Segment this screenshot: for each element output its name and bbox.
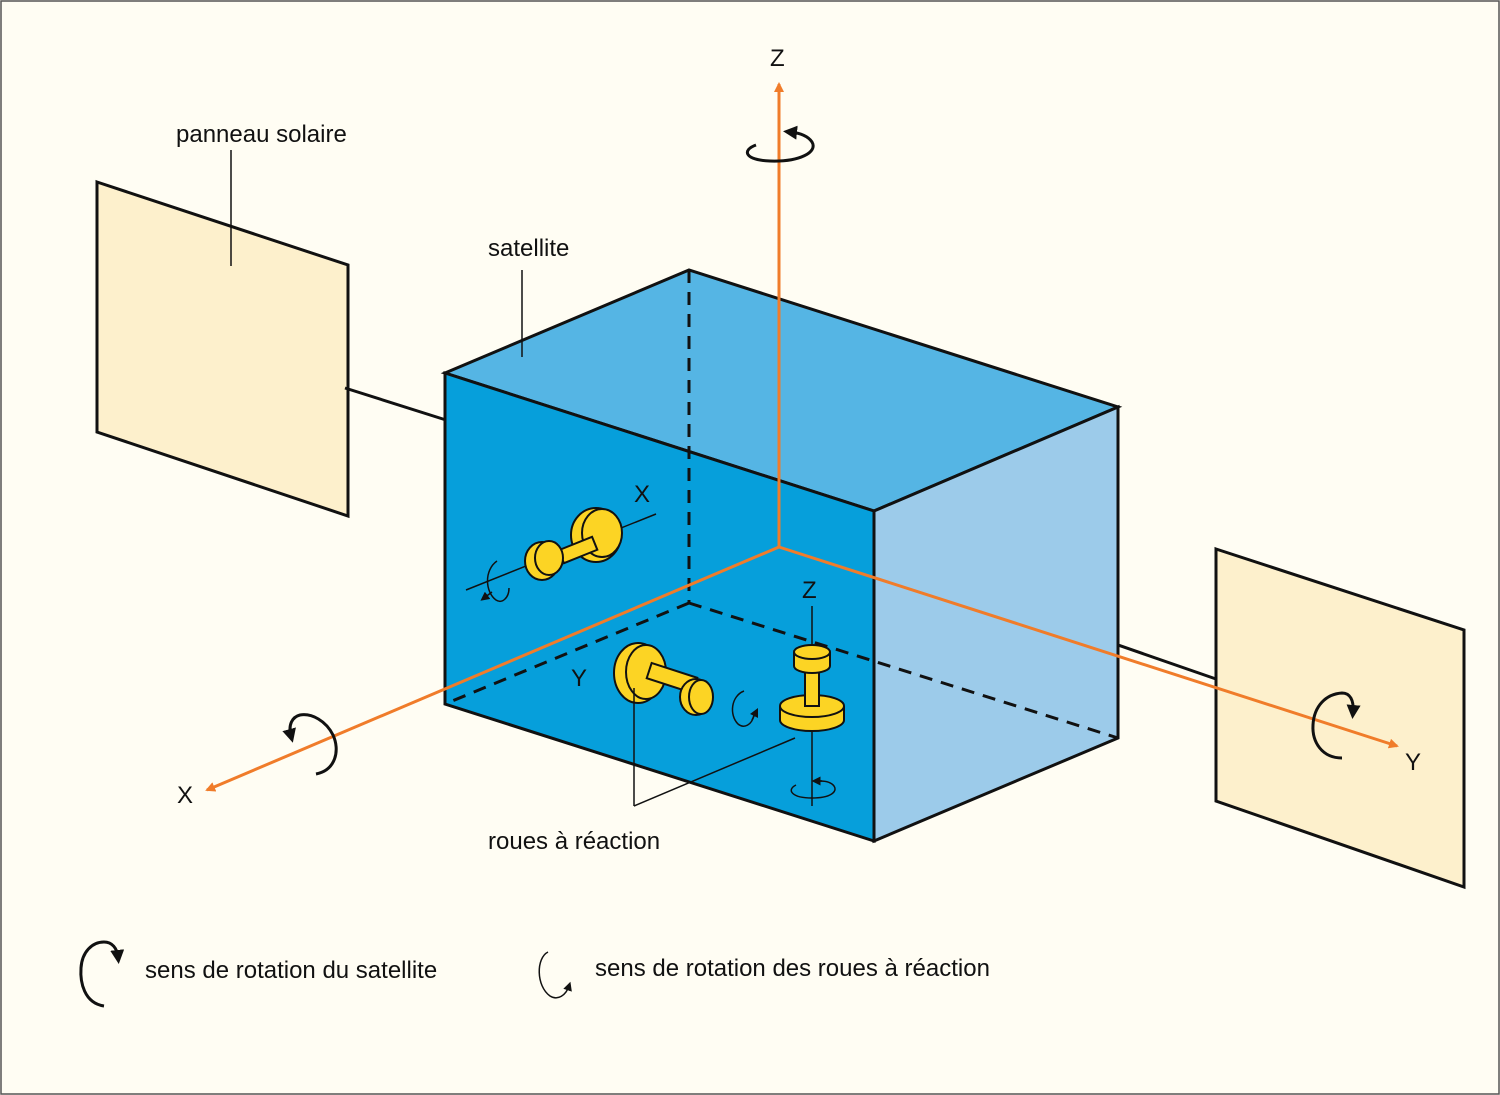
satellite-front-face [443,370,876,844]
satellite-body [440,268,1123,844]
satellite-rotation-legend-icon [79,940,125,1008]
legend-satellite-rotation: sens de rotation du satellite [145,957,437,984]
x-rotation-arrow [282,713,338,776]
hidden-edge-back [688,601,1119,740]
x-axis [205,545,780,792]
reaction-wheels-leader [633,688,796,807]
left-solar-panel [95,179,350,519]
reaction-wheel-y [613,642,759,727]
z-axis-label: Z [770,45,785,72]
reaction-wheel-z [779,606,845,806]
right-solar-panel [1214,546,1466,890]
y-axis-label: Y [1405,749,1421,776]
wheel-rotation-legend-icon [538,951,572,999]
left-panel-arm [344,386,447,422]
wheel-y-label: Y [571,665,587,692]
solar-panel-label: panneau solaire [176,121,347,148]
y-axis [778,545,1399,749]
y-rotation-arrow [1311,691,1361,760]
legend-wheel-rotation: sens de rotation des roues à réaction [595,955,990,982]
wheel-z-label: Z [802,577,817,604]
reaction-wheels-label: roues à réaction [488,828,660,855]
legend: sens de rotation du satellite sens de ro… [79,940,990,1008]
satellite-label: satellite [488,235,569,262]
wheel-x-label: X [634,481,650,508]
hidden-edge-left [444,601,690,706]
x-axis-label: X [177,782,193,809]
z-rotation-arrow [745,125,815,163]
reaction-wheel-x [465,507,657,602]
